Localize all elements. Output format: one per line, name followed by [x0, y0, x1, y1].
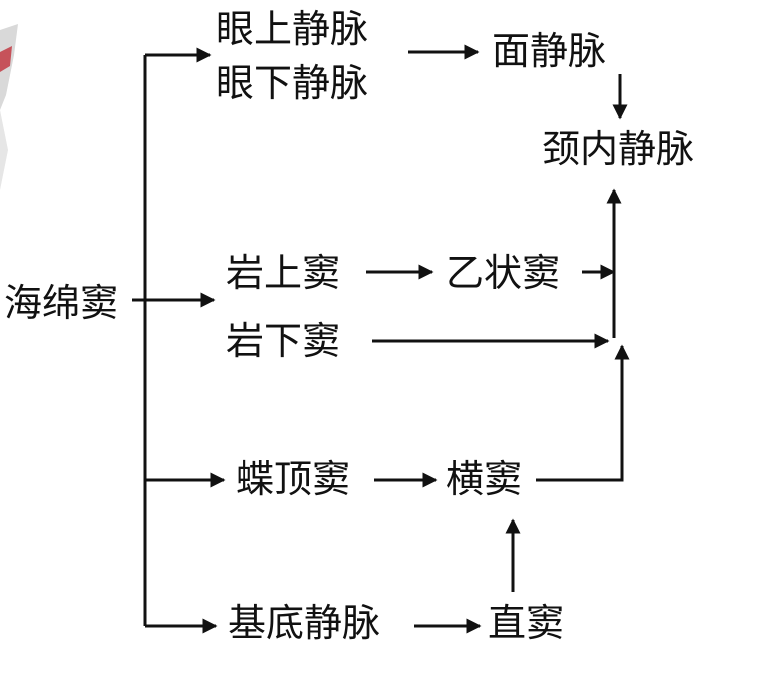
node-sphenoparietal-sinus: 蝶顶窦 [236, 457, 350, 501]
node-transverse-sinus: 横窦 [446, 457, 522, 501]
connector-transverse-to-riser [536, 344, 630, 482]
node-facial-vein: 面静脉 [492, 29, 606, 73]
node-straight-sinus: 直窦 [488, 601, 564, 645]
node-superior-ophthalmic-vein: 眼上静脉 [216, 7, 368, 51]
node-internal-jugular-vein: 颈内静脉 [542, 127, 694, 171]
partial-image-fragment [0, 24, 18, 190]
node-sigmoid-sinus: 乙状窦 [446, 251, 560, 295]
node-cavernous-sinus: 海绵窦 [4, 281, 118, 325]
node-superior-petrosal-sinus: 岩上窦 [226, 251, 340, 295]
node-inferior-ophthalmic-vein: 眼下静脉 [216, 61, 368, 105]
node-basilar-vein: 基底静脉 [228, 601, 380, 645]
node-inferior-petrosal-sinus: 岩下窦 [226, 319, 340, 363]
